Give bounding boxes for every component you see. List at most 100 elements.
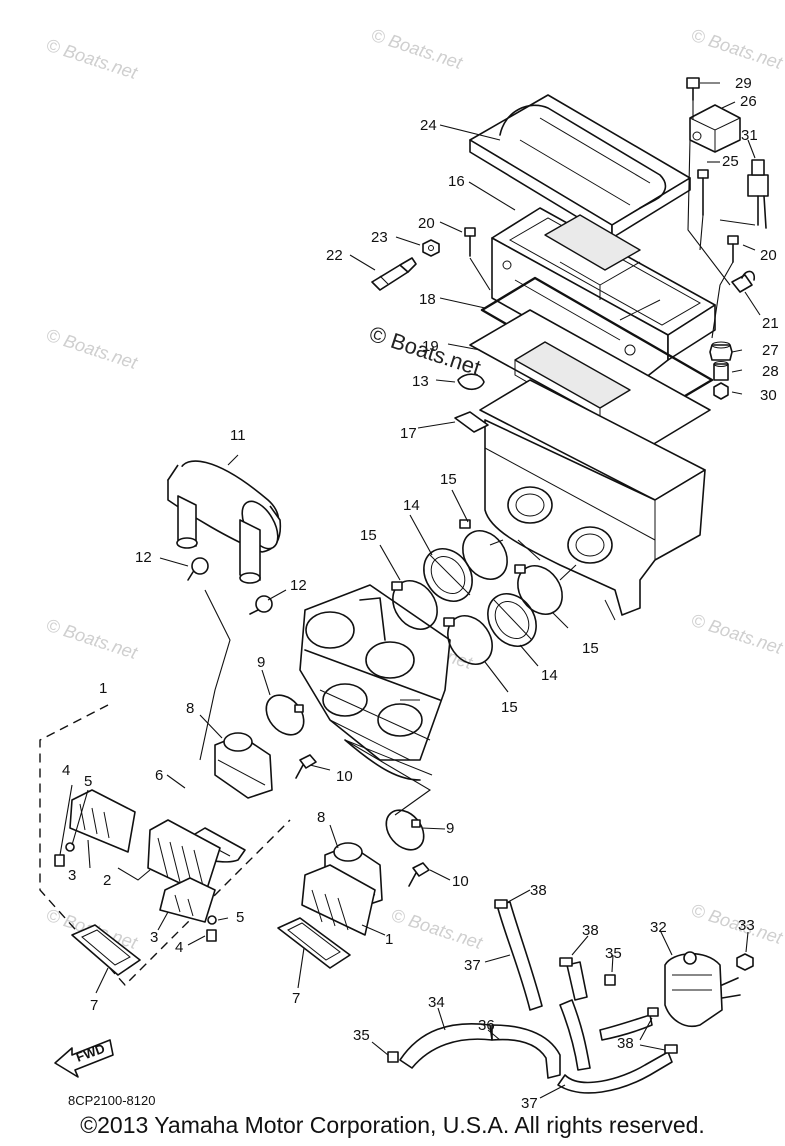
intake-silencer[interactable]	[167, 460, 285, 584]
clamp-38-low[interactable]	[647, 1007, 678, 1054]
fuel-pump-32[interactable]	[664, 951, 741, 1027]
callout-35: 35	[353, 1027, 370, 1044]
screw-29[interactable]	[686, 77, 700, 101]
clamp-21[interactable]	[731, 270, 756, 293]
callout-38: 38	[582, 922, 599, 939]
clamp-15-b[interactable]	[384, 572, 447, 638]
callout-15: 15	[501, 699, 518, 716]
screw-33[interactable]	[736, 953, 754, 971]
callout-numbers: 1 1 2 3 3 4 4 5 5 6 7 7 8 8 9 9 10 10 11…	[62, 75, 779, 1112]
callout-24: 24	[420, 117, 437, 134]
callout-10: 10	[336, 768, 353, 785]
sensor-31[interactable]	[747, 159, 769, 229]
callout-6: 6	[155, 767, 163, 784]
reed-valve-2-lower[interactable]	[301, 864, 376, 936]
bolt-10-lower[interactable]	[408, 862, 430, 887]
clamp-9-upper[interactable]	[259, 688, 312, 742]
air-box-assembly	[371, 77, 769, 621]
reed-plate-3-lower[interactable]	[159, 877, 216, 923]
reed-valve-2-upper[interactable]	[147, 819, 221, 896]
clamp-15-d[interactable]	[439, 607, 502, 673]
joint-14-upper[interactable]	[414, 539, 482, 610]
air-box-lower[interactable]	[479, 379, 706, 621]
air-box-bracket[interactable]	[454, 411, 489, 433]
callout-8: 8	[317, 809, 325, 826]
clamp-38-mid[interactable]	[559, 957, 573, 967]
joint-14-lower[interactable]	[478, 584, 546, 655]
callout-30: 30	[760, 387, 777, 404]
clamp-35-right[interactable]	[604, 974, 616, 986]
clamp-35-left[interactable]	[387, 1051, 399, 1063]
callout-9: 9	[446, 820, 454, 837]
callout-27: 27	[762, 342, 779, 359]
watermark-text: © Boats.net	[44, 615, 141, 663]
hose-37-upper[interactable]	[496, 901, 543, 1011]
callout-20: 20	[760, 247, 777, 264]
callout-23: 23	[371, 229, 388, 246]
nut-23[interactable]	[422, 239, 440, 257]
callout-8: 8	[186, 700, 194, 717]
washer-5-lower[interactable]	[207, 915, 217, 925]
clamp-9-lower[interactable]	[379, 803, 432, 857]
collar-28[interactable]	[713, 361, 729, 381]
callout-20: 20	[418, 215, 435, 232]
callout-7: 7	[90, 997, 98, 1014]
callout-25: 25	[722, 153, 739, 170]
bolt-4-upper[interactable]	[54, 854, 65, 867]
diagram-code: 8CP2100-8120	[68, 1093, 155, 1108]
callout-1: 1	[385, 931, 393, 948]
clamp-15-c[interactable]	[509, 557, 572, 623]
callout-38: 38	[530, 882, 547, 899]
air-box-upper[interactable]	[491, 207, 716, 383]
callout-12: 12	[135, 549, 152, 566]
callout-21: 21	[762, 315, 779, 332]
callout-3: 3	[68, 867, 76, 884]
reed-plate-3-upper[interactable]	[69, 789, 136, 853]
watermark-main: © Boats.net	[366, 321, 483, 380]
clamp-12-lower[interactable]	[249, 595, 273, 615]
manifold-8-upper[interactable]	[214, 732, 273, 799]
nut-30[interactable]	[713, 382, 729, 400]
callout-7: 7	[292, 990, 300, 1007]
watermark-text: © Boats.net	[44, 35, 141, 83]
clamp-12-upper[interactable]	[187, 557, 209, 581]
leader-lines	[59, 82, 761, 1099]
bolt-10-upper[interactable]	[295, 754, 317, 779]
callout-33: 33	[738, 917, 755, 934]
callout-12: 12	[290, 577, 307, 594]
callout-9: 9	[257, 654, 265, 671]
bolt-20-left[interactable]	[464, 227, 476, 257]
callout-31: 31	[741, 127, 758, 144]
callout-18: 18	[419, 291, 436, 308]
callout-37: 37	[521, 1095, 538, 1112]
hose-36[interactable]	[491, 961, 591, 1079]
callout-32: 32	[650, 919, 667, 936]
clamp-15-a[interactable]	[454, 519, 517, 588]
watermark-text: © Boats.net	[689, 610, 785, 658]
hose-37-lower[interactable]	[557, 1014, 673, 1094]
sensor-22[interactable]	[371, 257, 417, 291]
bolt-4-lower[interactable]	[206, 929, 217, 942]
grommet-27[interactable]	[709, 341, 733, 361]
screw-25[interactable]	[697, 169, 709, 216]
reed-valve-group-outline	[39, 704, 291, 987]
callout-4: 4	[62, 762, 70, 779]
callout-34: 34	[428, 994, 445, 1011]
callout-22: 22	[326, 247, 343, 264]
clamp-38-top[interactable]	[494, 899, 508, 909]
watermark-text: © Boats.net	[389, 905, 486, 953]
sensor-26[interactable]	[689, 104, 741, 153]
callout-15: 15	[582, 640, 599, 657]
callout-1: 1	[99, 680, 107, 697]
callout-29: 29	[735, 75, 752, 92]
watermark-text: © Boats.net	[369, 25, 466, 73]
carburetor-assembly	[299, 584, 451, 781]
gasket-7-left[interactable]	[71, 924, 141, 976]
clip-13[interactable]	[457, 373, 485, 391]
air-box-cover[interactable]	[469, 94, 691, 239]
copyright-notice: ©2013 Yamaha Motor Corporation, U.S.A. A…	[80, 1112, 705, 1138]
callout-36: 36	[478, 1017, 495, 1034]
bolt-20-right[interactable]	[727, 235, 739, 263]
gasket-7-right[interactable]	[277, 917, 351, 969]
